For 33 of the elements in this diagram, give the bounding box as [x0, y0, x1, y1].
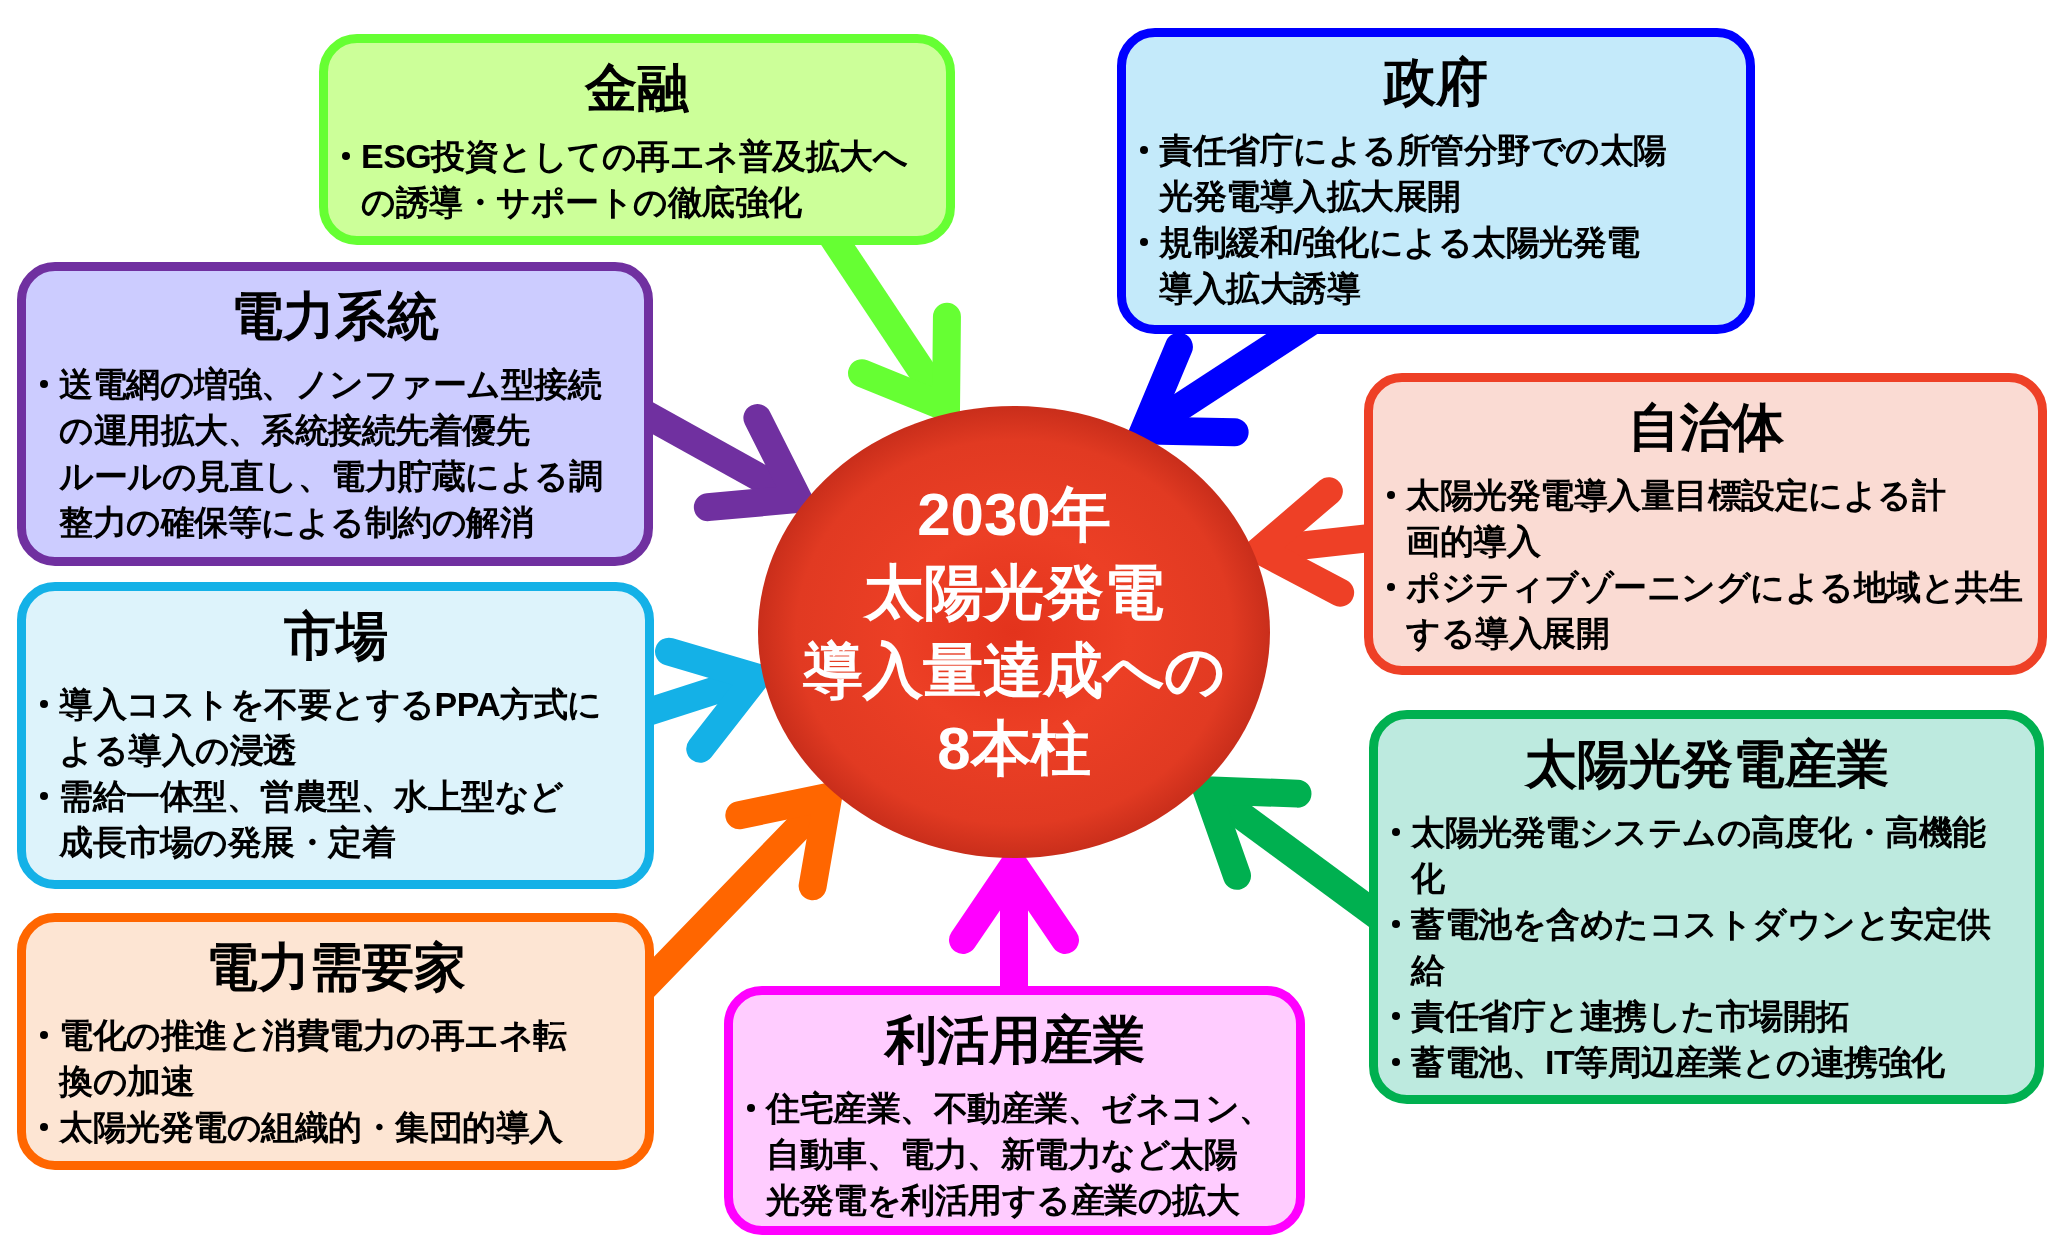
- box-heading: 電力系統: [231, 286, 439, 347]
- box-heading: 自治体: [1627, 397, 1784, 458]
- bullet-text: 電化の推進と消費電力の再エネ転換の加速: [59, 1015, 567, 1102]
- center-title: 2030年太陽光発電導入量達成への8本柱: [803, 480, 1225, 784]
- bullet-text: 導入コストを不要とするPPA方式による導入の浸透: [59, 684, 602, 771]
- bullet-text: 需給一体型、営農型、水上型など成長市場の発展・定着: [59, 776, 564, 863]
- bullet-text: 送電網の増強、ノンファーム型接続の運用拡大、系統接続先着優先ルールの見直し、電力貯蔵による調整力の確保等による制約の解消: [59, 364, 602, 543]
- bullet-text: 太陽光発電システムの高度化・高機能化: [1411, 812, 1986, 899]
- bullet-text: 蓄電池、IT等周辺産業との連携強化: [1411, 1042, 1945, 1083]
- category-box: [319, 34, 955, 245]
- category-box: [17, 913, 654, 1170]
- center-circle: [758, 406, 1270, 858]
- bullet-text: 太陽光発電の組織的・集団的導入: [59, 1107, 563, 1148]
- box-heading: 太陽光発電産業: [1524, 734, 1889, 795]
- bullet-text: ESG投資としての再エネ普及拡大への誘導・サポートの徹底強化: [361, 136, 908, 223]
- category-box: [1117, 28, 1755, 334]
- bullet-text: 太陽光発電導入量目標設定による計画的導入: [1406, 475, 1945, 562]
- category-box: [1364, 373, 2047, 675]
- box-heading: 市場: [283, 606, 388, 667]
- bullet-text: 住宅産業、不動産業、ゼネコン、自動車、電力、新電力など太陽光発電を利活用する産業の拡大: [766, 1088, 1273, 1221]
- bullet-text: 責任省庁と連携した市場開拓: [1411, 996, 1850, 1037]
- box-heading: 電力需要家: [205, 937, 466, 998]
- category-box: [17, 582, 654, 889]
- category-box: [724, 986, 1305, 1235]
- box-heading: 利活用産業: [884, 1010, 1145, 1071]
- bullet-text: 責任省庁による所管分野での太陽光発電導入拡大展開: [1159, 130, 1667, 217]
- category-box: [1369, 710, 2044, 1104]
- bullet-text: 蓄電池を含めたコストダウンと安定供給: [1411, 904, 1991, 991]
- bullet-text: 規制緩和/強化による太陽光発電導入拡大誘導: [1159, 222, 1640, 309]
- box-heading: 政府: [1384, 52, 1488, 113]
- box-heading: 金融: [585, 58, 689, 119]
- category-box: [17, 262, 653, 566]
- bullet-text: ポジティブゾーニングによる地域と共生する導入展開: [1406, 567, 2022, 654]
